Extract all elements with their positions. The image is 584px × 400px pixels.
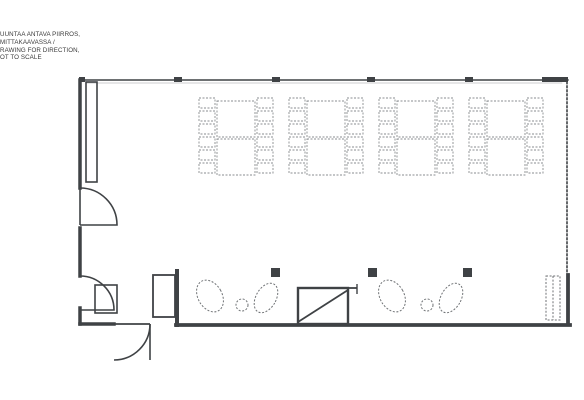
walls — [78, 78, 572, 327]
chair — [468, 162, 486, 174]
chair — [378, 110, 396, 122]
chair — [468, 149, 486, 161]
chair — [378, 97, 396, 109]
chair — [468, 97, 486, 109]
chair — [526, 110, 544, 122]
chair — [288, 162, 306, 174]
mullion — [79, 77, 85, 82]
columns — [271, 268, 472, 277]
right-shelf — [545, 275, 561, 321]
chair — [346, 149, 364, 161]
chair — [436, 123, 454, 135]
chair — [256, 149, 274, 161]
mullion — [542, 77, 568, 82]
note-line: OT TO SCALE — [0, 54, 42, 62]
note-line: UUNTAA ANTAVA PIIRROS, — [0, 31, 81, 38]
table-top — [306, 100, 346, 138]
mullion — [174, 77, 182, 82]
chair — [346, 123, 364, 135]
window-mullions — [79, 77, 568, 82]
desk-box — [296, 286, 350, 326]
table-top — [396, 100, 436, 138]
chair — [256, 97, 274, 109]
table-top — [396, 138, 436, 176]
column — [368, 268, 377, 277]
chair — [198, 162, 216, 174]
chair — [288, 136, 306, 148]
chair — [526, 97, 544, 109]
chair — [198, 97, 216, 109]
chair — [288, 110, 306, 122]
chair — [436, 110, 454, 122]
chair — [198, 136, 216, 148]
plant — [378, 279, 406, 313]
chair — [526, 136, 544, 148]
chair — [256, 110, 274, 122]
chair — [468, 136, 486, 148]
table-top — [216, 138, 256, 176]
chair — [378, 136, 396, 148]
note-line: MITTAKAAVASSA / — [0, 38, 55, 46]
chair — [526, 162, 544, 174]
chair — [198, 110, 216, 122]
cupboard — [152, 274, 176, 318]
table-top — [216, 100, 256, 138]
chair — [256, 162, 274, 174]
door-frame — [94, 284, 118, 314]
left-cabinet — [85, 81, 98, 183]
chair — [346, 162, 364, 174]
plant — [196, 279, 224, 313]
mullion — [367, 77, 375, 82]
door-swing-arc — [113, 323, 151, 361]
scale-disclaimer-note: UUNTAA ANTAVA PIIRROS, MITTAKAAVASSA / R… — [0, 31, 80, 62]
chair — [346, 97, 364, 109]
plant — [438, 282, 464, 314]
chair — [288, 97, 306, 109]
chair — [288, 149, 306, 161]
chair — [256, 123, 274, 135]
chair — [198, 123, 216, 135]
table-top — [306, 138, 346, 176]
column — [271, 268, 280, 277]
doors — [79, 187, 176, 361]
table-top — [486, 100, 526, 138]
chair — [526, 149, 544, 161]
door-swing-arc — [79, 187, 118, 226]
chair — [468, 123, 486, 135]
plants — [196, 279, 464, 314]
table-top — [486, 138, 526, 176]
chair — [436, 97, 454, 109]
plant-pot — [235, 298, 249, 312]
chair — [436, 136, 454, 148]
chair — [198, 149, 216, 161]
chair — [346, 110, 364, 122]
chair — [256, 136, 274, 148]
chair — [526, 123, 544, 135]
mullion — [272, 77, 280, 82]
chair — [378, 149, 396, 161]
plant — [253, 282, 279, 314]
note-line: RAWING FOR DIRECTION, — [0, 46, 80, 54]
chair — [436, 162, 454, 174]
desk-diagonal — [297, 289, 349, 323]
column — [463, 268, 472, 277]
chair — [378, 162, 396, 174]
reception-desk — [296, 284, 358, 326]
door-swing-arc — [79, 275, 115, 311]
chair — [288, 123, 306, 135]
plant-pot — [420, 298, 434, 312]
chair — [346, 136, 364, 148]
table-groups — [198, 97, 544, 176]
chair — [436, 149, 454, 161]
chair — [378, 123, 396, 135]
mullion — [465, 77, 473, 82]
chair — [468, 110, 486, 122]
